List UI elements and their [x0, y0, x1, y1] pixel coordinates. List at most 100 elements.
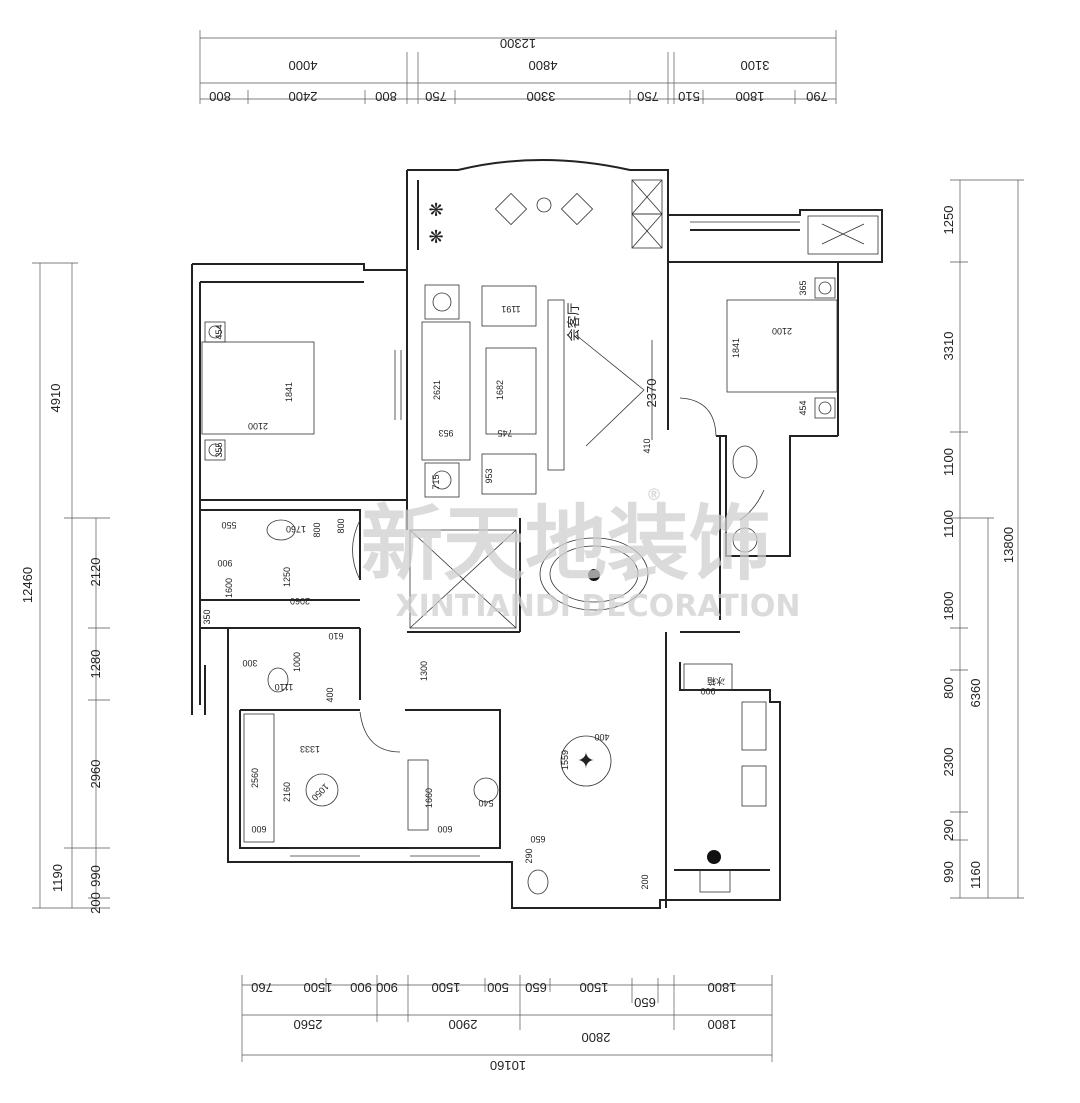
top-seg-dim: 4800 — [529, 58, 558, 73]
bottom-detail-dim: 1500 — [580, 980, 609, 995]
furniture-dim: 1050 — [310, 782, 331, 803]
right-dimension-lines — [950, 179, 1024, 899]
right-seg-dim: 800 — [941, 677, 956, 699]
bathroom-fixtures — [266, 445, 758, 895]
furniture-dim: 454 — [214, 324, 224, 339]
furniture-dim: 2060 — [290, 596, 310, 606]
furniture-dim: 2560 — [250, 768, 260, 788]
study-furniture — [243, 713, 499, 843]
right-seg-dim: 290 — [941, 819, 956, 841]
bottom-detail-dim: 500 — [487, 980, 509, 995]
top-detail-dim: 800 — [375, 89, 397, 104]
top-total-dim: 12300 — [500, 36, 536, 51]
top-detail-dim: 3300 — [527, 89, 556, 104]
bottom-detail-dim: 900 — [376, 980, 398, 995]
watermark-mark: ® — [646, 485, 662, 504]
right-seg-dim: 1100 — [941, 448, 956, 476]
right-seg-dim: 2300 — [941, 748, 956, 777]
bottom-dimension-lines — [241, 975, 773, 1062]
furniture-dim: 365 — [798, 280, 808, 295]
room-label-fridge: 冰箱 — [707, 676, 725, 687]
exterior-walls — [191, 159, 883, 909]
top-dimension-lines — [199, 30, 837, 104]
furniture-dim: 2100 — [248, 421, 268, 431]
left-seg-dim: 1280 — [88, 650, 103, 679]
furniture-dim: 900 — [217, 558, 232, 568]
furniture-dim: 350 — [202, 609, 212, 624]
left-seg-dim: 4910 — [48, 384, 63, 413]
top-detail-dim: 790 — [806, 89, 828, 104]
bottom-detail-dim: 650 — [634, 995, 656, 1010]
furniture-dim: 1300 — [419, 661, 429, 681]
bottom-total-dim: 10160 — [490, 1058, 526, 1073]
top-seg-dim: 4000 — [289, 58, 318, 73]
svg-text:❋: ❋ — [428, 200, 443, 221]
bottom-detail-dim: 1800 — [708, 980, 737, 995]
furniture-dim: 600 — [437, 824, 452, 834]
furniture-dim: 1110 — [275, 682, 294, 692]
bottom-seg-dim: 2900 — [449, 1017, 478, 1032]
room-label-living: 会客厅 — [566, 302, 582, 341]
furniture-dim: 1841 — [731, 338, 741, 358]
left-dimension-lines — [32, 262, 110, 909]
doors — [352, 397, 765, 753]
furniture-dim: 2100 — [772, 326, 792, 336]
right-total-dim: 13800 — [1001, 527, 1016, 563]
right-seg-dim: 1800 — [941, 592, 956, 621]
furniture-dim: 1559 — [560, 750, 570, 770]
top-detail-dim: 1800 — [736, 89, 765, 104]
furniture-dim: 1191 — [501, 304, 520, 314]
furniture-dim: 400 — [325, 687, 335, 702]
furniture-dim: 745 — [497, 428, 512, 438]
furniture-dim: 454 — [798, 400, 808, 415]
bedroom-furniture — [201, 277, 838, 461]
furniture-dim: 1682 — [495, 380, 505, 400]
furniture-dim: 290 — [524, 848, 534, 863]
furniture-dim: 1000 — [292, 652, 302, 672]
furniture-dim: 800 — [336, 518, 346, 533]
furniture-dim: 1660 — [424, 788, 434, 808]
furniture-dim: 300 — [242, 658, 257, 668]
furniture-dim: 953 — [484, 468, 494, 483]
furniture-dim: 715 — [431, 474, 441, 489]
left-seg-dim: 1190 — [50, 864, 65, 892]
furniture-dim: 800 — [312, 522, 322, 537]
bottom-seg-dim: 2560 — [294, 1017, 323, 1032]
bottom-seg-dim: 2800 — [582, 1030, 611, 1045]
furniture-dim: 400 — [594, 732, 609, 742]
right-mid-dim: 6360 — [968, 679, 983, 708]
furniture-dim: 900 — [700, 686, 715, 696]
furniture-dim: 2370 — [644, 379, 659, 408]
bottom-detail-dim: 1500 — [432, 980, 461, 995]
furniture-dim: 650 — [530, 834, 545, 844]
watermark-chinese: 新天地装饰 — [361, 497, 771, 592]
kitchen-fixtures — [683, 663, 767, 893]
bottom-detail-dim: 1500 — [304, 980, 333, 995]
bottom-detail-dim: 900 — [350, 980, 372, 995]
svg-text:❋: ❋ — [428, 227, 443, 248]
top-detail-dim: 510 — [678, 89, 700, 104]
furniture-dim: 1333 — [300, 744, 320, 754]
furniture-dim: 1841 — [284, 382, 294, 402]
right-seg-dim: 1250 — [941, 206, 956, 235]
top-seg-dim: 3100 — [741, 58, 770, 73]
top-detail-dim: 800 — [209, 89, 231, 104]
left-total-dim: 12460 — [20, 567, 35, 603]
top-detail-dim: 750 — [637, 89, 659, 104]
left-seg-dim: 200 — [88, 892, 103, 914]
windows — [290, 215, 879, 857]
watermark: 新天地装饰 ® XINTIANDI DECORATION — [361, 485, 801, 624]
furniture-dim: 550 — [221, 520, 236, 530]
right-seg-dim: 1100 — [941, 510, 956, 538]
svg-text:✦: ✦ — [577, 749, 595, 774]
furniture-dim: 2621 — [432, 380, 442, 400]
furniture-dim: 2160 — [282, 782, 292, 802]
dining-furniture: ✦ — [409, 529, 649, 787]
furniture-dim: 1250 — [282, 567, 292, 587]
furniture-dim: 410 — [642, 438, 652, 453]
watermark-english: XINTIANDI DECORATION — [396, 589, 801, 624]
bottom-detail-dim: 650 — [525, 980, 547, 995]
furniture-dimension-labels: 1191 2621 1682 953 745 953 715 2370 410 … — [202, 280, 808, 889]
top-detail-dim: 2400 — [289, 89, 318, 104]
